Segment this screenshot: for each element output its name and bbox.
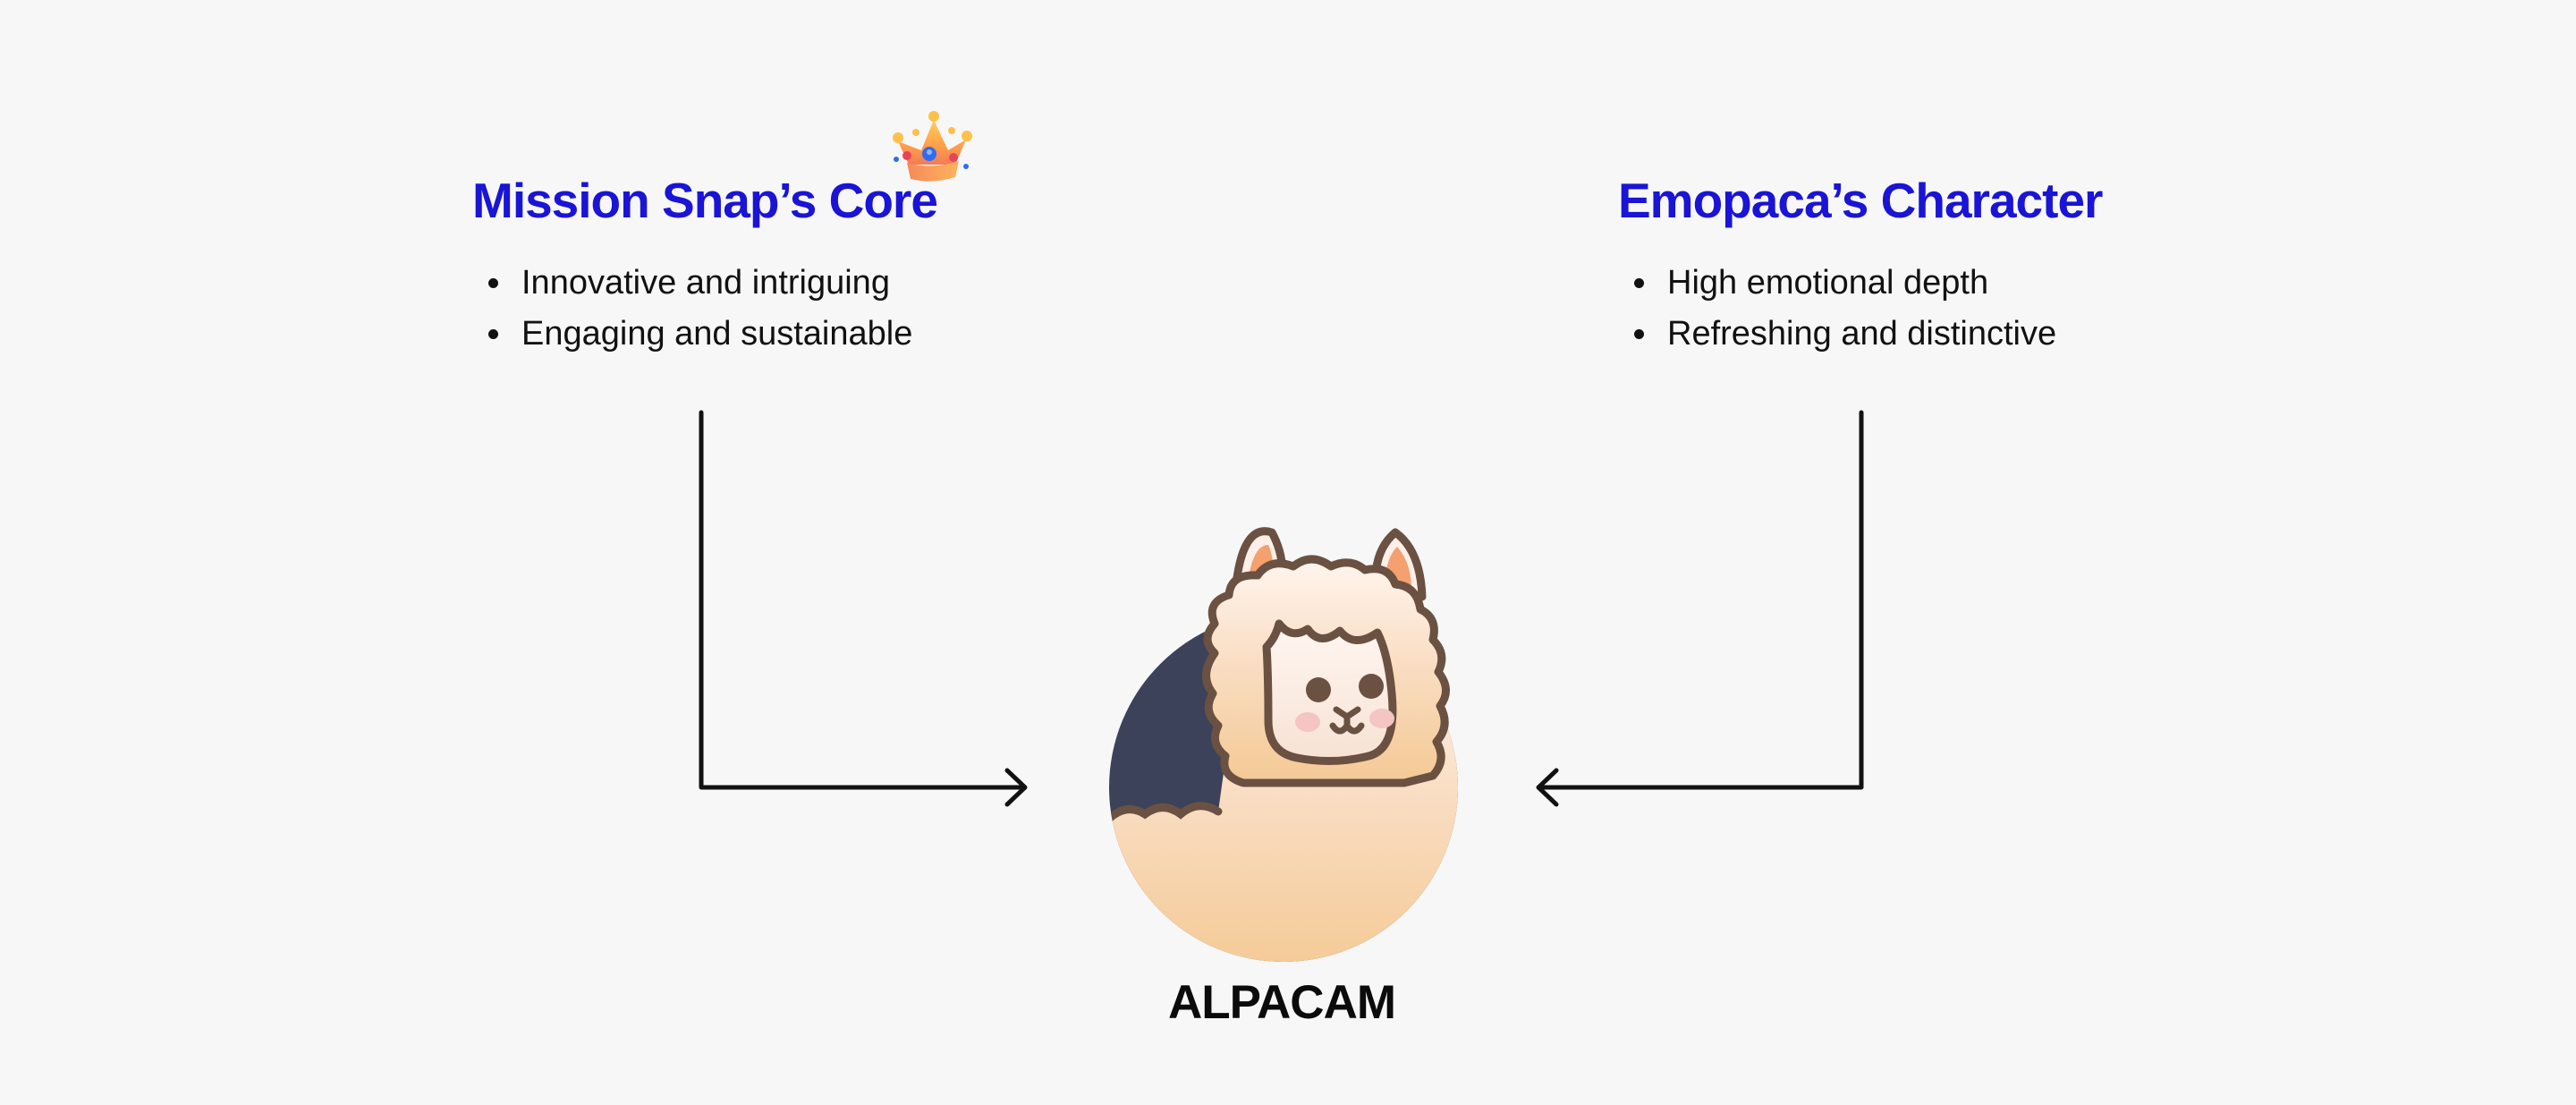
- bullet-dot: [488, 329, 498, 339]
- mascot-caption: ALPACAM: [1167, 976, 1396, 1029]
- bullet-dot: [1634, 278, 1644, 288]
- mission-block: Mission Snap’s Core Innovative and intri…: [472, 168, 938, 360]
- bullet-text: Innovative and intriguing: [521, 264, 890, 302]
- crown-icon: [893, 111, 972, 182]
- bullet-item: Refreshing and distinctive: [1618, 309, 2102, 360]
- character-bullet-list: High emotional depth Refreshing and dist…: [1618, 258, 2102, 360]
- bullet-text: Refreshing and distinctive: [1667, 315, 2057, 353]
- bullet-text: Engaging and sustainable: [521, 315, 913, 353]
- bullet-dot: [488, 278, 498, 288]
- character-block: Emopaca’s Character High emotional depth…: [1618, 168, 2103, 360]
- arrow-right-icon: [699, 410, 1028, 807]
- bullet-text: High emotional depth: [1667, 264, 1989, 302]
- character-heading: Emopaca’s Character: [1618, 173, 2103, 228]
- mission-heading: Mission Snap’s Core: [472, 173, 938, 228]
- mission-bullet-list: Innovative and intriguing Engaging and s…: [472, 258, 937, 360]
- arrow-left-icon: [1536, 410, 1864, 807]
- bullet-item: High emotional depth: [1618, 258, 2102, 309]
- bullet-item: Engaging and sustainable: [472, 309, 937, 360]
- alpaca-mascot-icon: [1109, 527, 1458, 962]
- bullet-dot: [1634, 329, 1644, 339]
- bullet-item: Innovative and intriguing: [472, 258, 937, 309]
